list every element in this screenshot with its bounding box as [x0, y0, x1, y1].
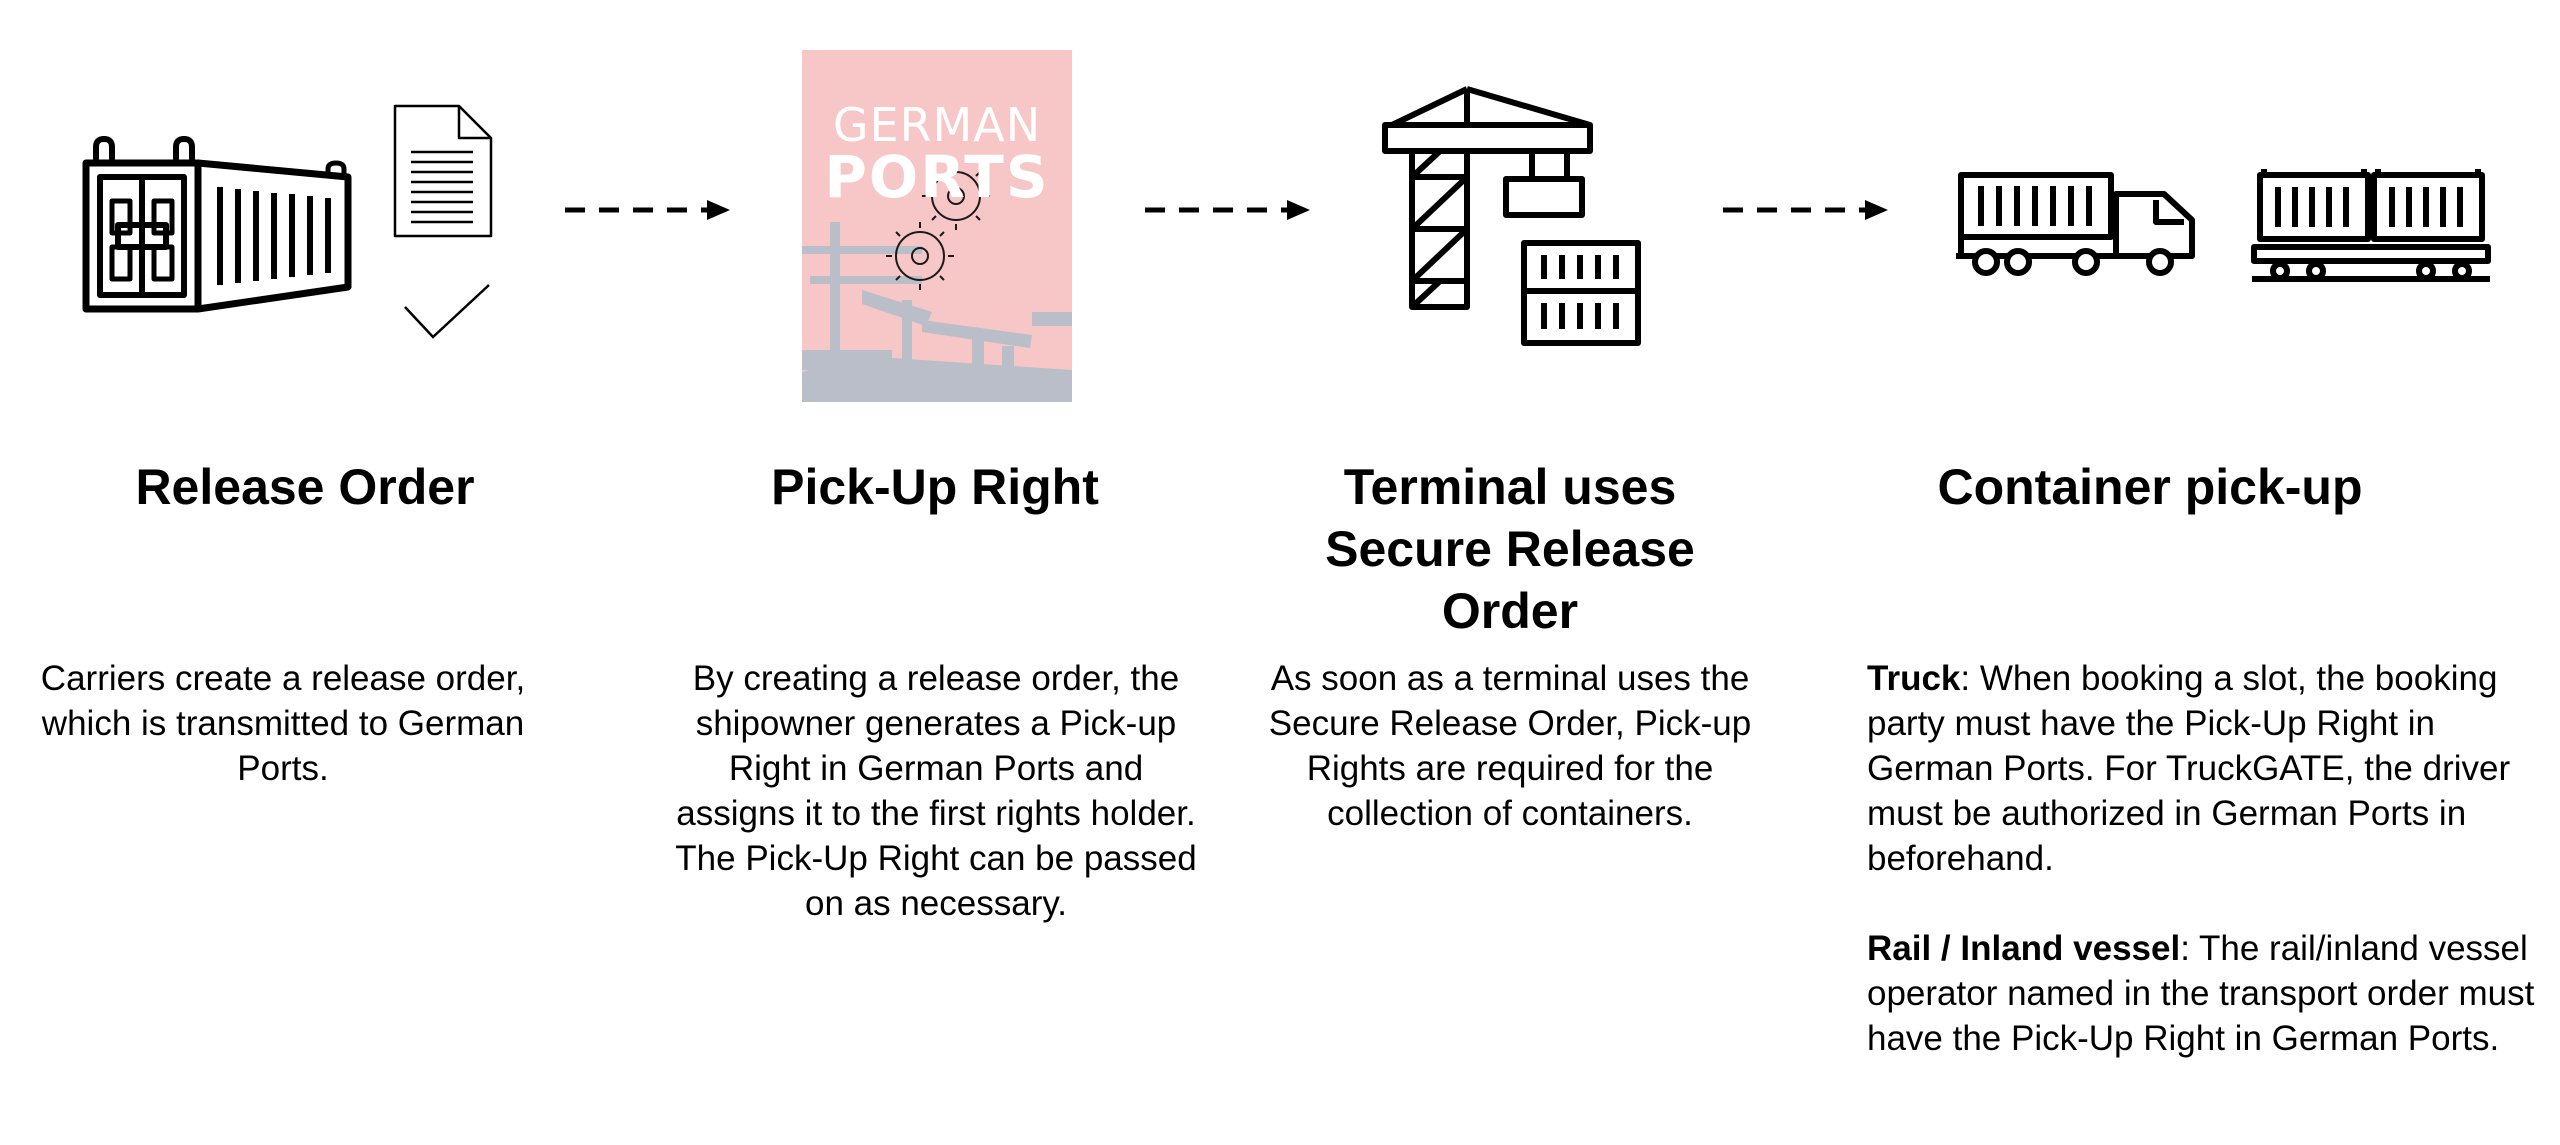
step-title-pick-up-right: Pick-Up Right: [771, 459, 1099, 515]
step-title-terminal: Terminal uses Secure Release Order: [1260, 456, 1760, 642]
step-description-release-order: Carriers create a release order, which i…: [40, 659, 526, 788]
truck-label: Truck: [1867, 659, 1961, 698]
step-title-line: Terminal uses: [1343, 459, 1677, 515]
rail-paragraph: Rail / Inland vessel: The rail/inland ve…: [1867, 926, 2537, 1061]
document-icon: [393, 104, 493, 238]
arrow-icon: [1145, 200, 1310, 220]
port-crane-icon: [1382, 86, 1641, 346]
rail-wagon-icon: [2251, 169, 2491, 282]
truck-icon: [1956, 172, 2195, 276]
arrow-icon: [1723, 200, 1888, 220]
step-title-line: Secure Release: [1325, 521, 1695, 577]
checkmark-icon: [404, 284, 490, 339]
step-description-terminal: As soon as a terminal uses the Secure Re…: [1268, 659, 1752, 833]
rail-text: : The rail/inland vessel operator named …: [1867, 929, 2535, 1058]
arrow-icon: [565, 200, 730, 220]
port-graphic: [802, 162, 1072, 402]
logo-text-line1: GERMAN: [832, 98, 1042, 152]
step-description-pick-up-right: By creating a release order, the shipown…: [675, 659, 1197, 923]
logo-text-line2: PORTS: [824, 143, 1050, 211]
step-title-release-order: Release Order: [135, 459, 475, 515]
step-title-container-pickup: Container pick-up: [1937, 459, 2363, 515]
shipping-container-icon: [82, 136, 352, 313]
truck-text: : When booking a slot, the booking party…: [1867, 659, 2511, 878]
rail-label: Rail / Inland vessel: [1867, 929, 2181, 968]
step-description-container-pickup: Truck: When booking a slot, the booking …: [1867, 656, 2537, 1061]
german-ports-logo: GERMAN PORTS: [802, 50, 1072, 402]
step-title-line: Order: [1441, 583, 1579, 639]
truck-paragraph: Truck: When booking a slot, the booking …: [1867, 656, 2537, 881]
